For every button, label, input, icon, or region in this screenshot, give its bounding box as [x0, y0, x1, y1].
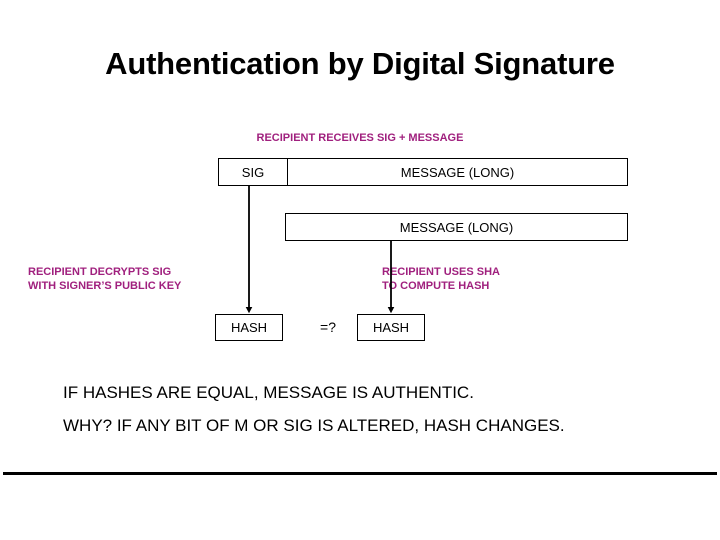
conclusion-line-2: WHY? IF ANY BIT OF M OR SIG IS ALTERED, …	[63, 416, 565, 435]
box-sig: SIG	[218, 158, 288, 186]
annotation-sha-line-2: TO COMPUTE HASH	[382, 280, 490, 292]
annotation-sha-line-1: RECIPIENT USES SHA	[382, 266, 500, 278]
annotation-recipient-uses-sha: RECIPIENT USES SHA TO COMPUTE HASH	[382, 265, 500, 293]
conclusion-line-1: IF HASHES ARE EQUAL, MESSAGE IS AUTHENTI…	[63, 383, 474, 402]
box-message-received: MESSAGE (LONG)	[287, 158, 628, 186]
annotation-recipient-decrypts-sig: RECIPIENT DECRYPTS SIG WITH SIGNER’S PUB…	[28, 265, 181, 293]
box-hash-computed: HASH	[357, 314, 425, 341]
compare-equals-operator: =?	[320, 319, 336, 335]
box-message-for-hashing: MESSAGE (LONG)	[285, 213, 628, 241]
annotation-recipient-receives: RECIPIENT RECEIVES SIG + MESSAGE	[256, 132, 464, 144]
annotation-decrypts-line-2: WITH SIGNER’S PUBLIC KEY	[28, 280, 182, 292]
box-hash-decrypted: HASH	[215, 314, 283, 341]
bottom-divider	[3, 472, 717, 475]
page-title: Authentication by Digital Signature	[105, 46, 615, 81]
annotation-decrypts-line-1: RECIPIENT DECRYPTS SIG	[28, 266, 172, 278]
